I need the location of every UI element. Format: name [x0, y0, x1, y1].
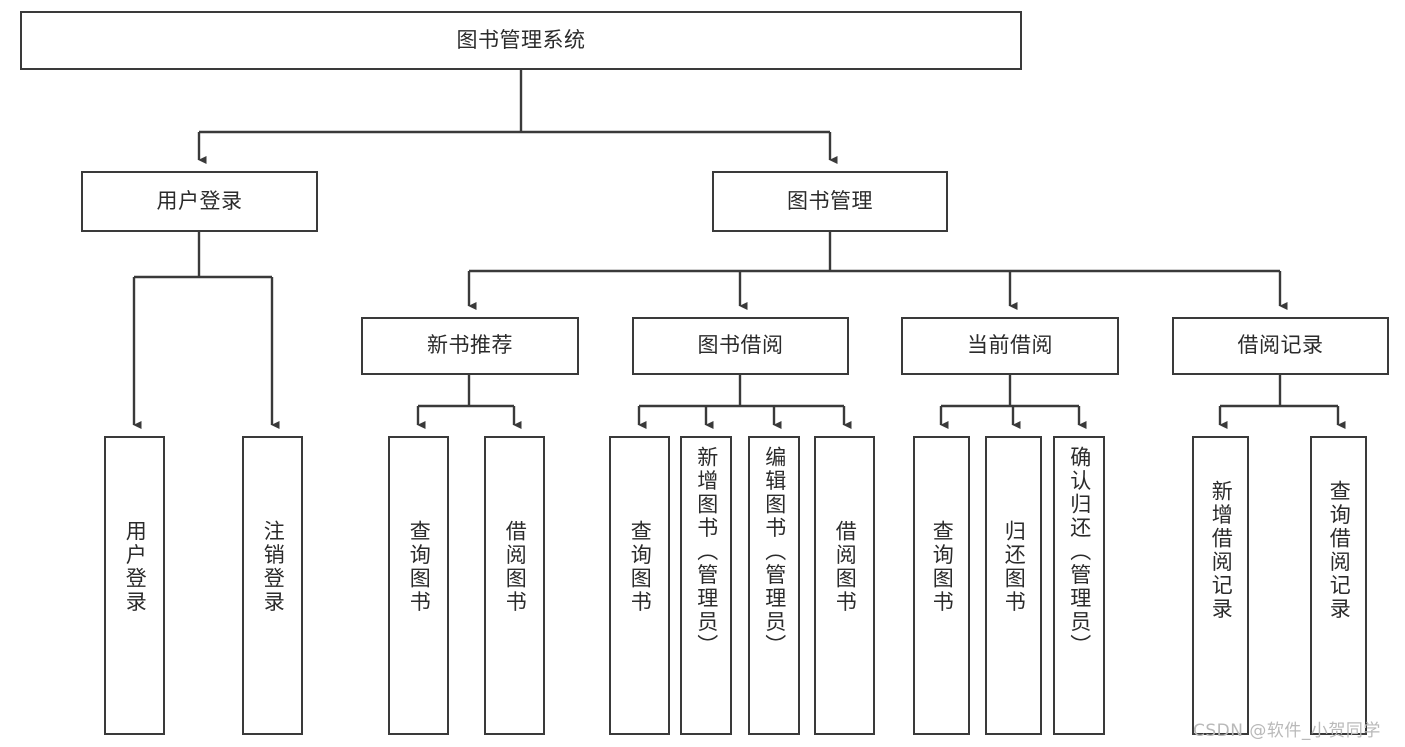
node-user-login[interactable]: 用户登录 [81, 171, 318, 232]
leaf-query-books-recommend[interactable]: 查询图书 [388, 436, 449, 735]
leaf-user-login-label: 用户登录 [123, 520, 148, 614]
leaf-query-books-borrow-label: 查询图书 [628, 520, 653, 614]
leaf-user-logout[interactable]: 注销登录 [242, 436, 303, 735]
leaf-return-books[interactable]: 归还图书 [985, 436, 1042, 735]
node-current-borrow-label: 当前借阅 [967, 333, 1053, 358]
leaf-borrow-books-recommend-label: 借阅图书 [503, 520, 528, 614]
leaf-add-borrow-record-label: 新增借阅记录 [1209, 480, 1234, 621]
leaf-return-books-label: 归还图书 [1002, 520, 1027, 614]
leaf-query-books-borrow[interactable]: 查询图书 [609, 436, 670, 735]
node-new-book-recommend[interactable]: 新书推荐 [361, 317, 579, 375]
leaf-user-logout-label: 注销登录 [261, 520, 286, 614]
leaf-query-books-current[interactable]: 查询图书 [913, 436, 970, 735]
leaf-add-book-admin-label: 新增图书（管理员） [694, 446, 719, 658]
node-book-management[interactable]: 图书管理 [712, 171, 948, 232]
leaf-add-book-admin[interactable]: 新增图书（管理员） [680, 436, 732, 735]
leaf-lend-books-label: 借阅图书 [833, 520, 858, 614]
leaf-query-borrow-record-label: 查询借阅记录 [1327, 480, 1352, 621]
node-book-management-label: 图书管理 [787, 188, 873, 213]
leaf-user-login[interactable]: 用户登录 [104, 436, 165, 735]
leaf-query-books-current-label: 查询图书 [930, 520, 955, 614]
leaf-edit-book-admin[interactable]: 编辑图书（管理员） [748, 436, 800, 735]
leaf-query-books-recommend-label: 查询图书 [407, 520, 432, 614]
leaf-query-borrow-record[interactable]: 查询借阅记录 [1310, 436, 1367, 735]
leaf-edit-book-admin-label: 编辑图书（管理员） [762, 446, 787, 658]
node-new-book-recommend-label: 新书推荐 [427, 333, 513, 358]
node-book-borrow-label: 图书借阅 [697, 333, 784, 358]
leaf-lend-books[interactable]: 借阅图书 [814, 436, 875, 735]
node-root[interactable]: 图书管理系统 [20, 11, 1022, 70]
leaf-confirm-return-admin-label: 确认归还（管理员） [1067, 446, 1092, 658]
node-book-borrow[interactable]: 图书借阅 [632, 317, 849, 375]
csdn-watermark: CSDN @软件_小贺同学 [1193, 721, 1381, 741]
node-root-label: 图书管理系统 [456, 27, 586, 52]
leaf-borrow-books-recommend[interactable]: 借阅图书 [484, 436, 545, 735]
leaf-confirm-return-admin[interactable]: 确认归还（管理员） [1053, 436, 1105, 735]
node-current-borrow[interactable]: 当前借阅 [901, 317, 1119, 375]
node-borrow-records[interactable]: 借阅记录 [1172, 317, 1389, 375]
node-borrow-records-label: 借阅记录 [1237, 333, 1324, 358]
leaf-add-borrow-record[interactable]: 新增借阅记录 [1192, 436, 1249, 735]
node-user-login-label: 用户登录 [156, 188, 243, 213]
